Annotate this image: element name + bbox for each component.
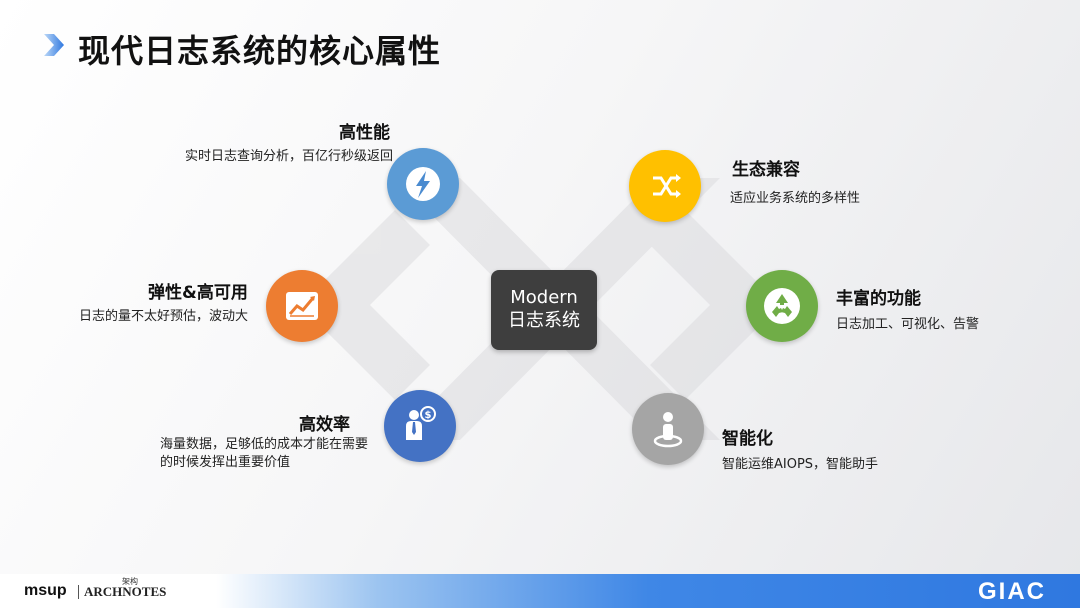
intelligent-circle [632,393,704,465]
businessman-dollar-icon: $ [406,406,436,440]
efficiency-desc-line2: 的时候发挥出重要价值 [160,455,291,470]
elastic-title: 弹性&高可用 [148,283,248,303]
intelligent-desc: 智能运维AIOPS，智能助手 [722,457,879,472]
lightning-icon [406,167,440,201]
efficiency-desc-line1: 海量数据，足够低的成本才能在需要 [160,437,369,452]
center-box-modern-log-system: Modern 日志系统 [491,270,597,350]
title-chevron-icon [44,34,64,56]
svg-text:$: $ [425,410,432,421]
footer-brand-archnotes: ARCHNOTES [84,584,167,599]
recycle-icon [764,288,800,324]
elastic-desc: 日志的量不太好预估，波动大 [79,309,249,324]
ecosystem-circle [629,150,701,222]
ecosystem-title: 生态兼容 [732,160,800,180]
efficiency-title: 高效率 [299,415,350,435]
center-line2: 日志系统 [508,310,580,331]
page-title: 现代日志系统的核心属性 [78,32,442,70]
rich-features-circle [746,270,818,342]
person-target-icon [653,412,683,448]
ecosystem-desc: 适应业务系统的多样性 [730,191,861,206]
footer-brand-archnotes-cn: 架构 [122,577,138,586]
center-line1: Modern [510,287,578,308]
performance-circle [387,148,459,220]
rich-features-desc: 日志加工、可视化、告警 [836,317,980,332]
elastic-circle [266,270,338,342]
efficiency-circle: $ [384,390,456,462]
intelligent-title: 智能化 [722,429,773,449]
chart-up-icon [286,292,318,320]
shuffle-icon [653,174,681,198]
performance-title: 高性能 [339,123,390,143]
footer-brand-giac: GIAC [978,578,1046,605]
rich-features-title: 丰富的功能 [836,289,921,309]
footer-separator [78,585,79,599]
performance-desc: 实时日志查询分析，百亿行秒级返回 [185,149,394,164]
footer-brand-msup: msup [24,582,67,599]
footer-bar [0,574,1080,608]
